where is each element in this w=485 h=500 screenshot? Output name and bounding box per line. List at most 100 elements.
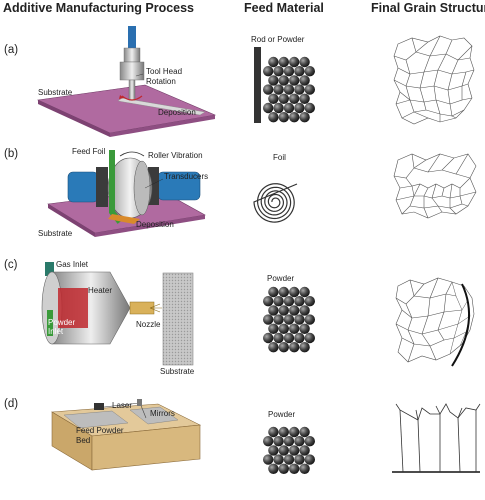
powder-particle [299, 112, 310, 123]
powder-particle [289, 305, 300, 316]
powder-particle [273, 436, 284, 447]
powder-particle [289, 56, 300, 68]
powder-cluster-d [263, 426, 315, 474]
label-gas-inlet: Gas Inlet [56, 260, 89, 269]
powder-particle [294, 296, 305, 307]
powder-particle [263, 454, 274, 465]
label-mirrors: Mirrors [150, 409, 175, 418]
powder-particle [273, 102, 284, 114]
powder-particle [278, 286, 289, 298]
powder-particle [263, 436, 274, 447]
label-feed-b: Foil [273, 153, 286, 162]
powder-particle [283, 102, 295, 114]
feed-rod [254, 47, 261, 123]
label-substrate-b: Substrate [38, 229, 73, 238]
powder-cluster-c [263, 286, 315, 353]
powder-particle [304, 66, 315, 77]
powder-particle [289, 93, 300, 105]
powder-particle [273, 84, 284, 95]
powder-particle [283, 296, 295, 307]
powder-particle [263, 314, 274, 325]
powder-particle [278, 323, 289, 334]
powder-particle [273, 296, 284, 307]
grain-structure-a [393, 35, 475, 125]
row-label-b: (b) [4, 148, 19, 160]
powder-particle [304, 436, 315, 447]
powder-particle [294, 84, 305, 95]
powder-cluster-a [263, 56, 315, 123]
powder-particle [299, 426, 310, 438]
powder-particle [263, 102, 274, 114]
powder-particle [304, 454, 315, 465]
powder-particle [283, 436, 295, 447]
powder-particle [283, 332, 295, 344]
powder-particle [283, 84, 295, 95]
powder-particle [289, 426, 300, 438]
powder-particle [268, 305, 279, 316]
powder-particle [273, 314, 284, 325]
label-transducers: Transducers [164, 172, 209, 181]
powder-particle [294, 332, 305, 344]
powder-particle [294, 454, 305, 465]
powder-particle [299, 445, 310, 456]
label-feed-powder-bed: Feed Powder Bed [76, 426, 124, 445]
powder-particle [304, 102, 315, 114]
label-feed-c: Powder [267, 274, 295, 283]
powder-particle [278, 463, 289, 474]
powder-particle [268, 75, 279, 86]
powder-particle [278, 93, 289, 105]
powder-particle [278, 56, 289, 68]
powder-particle [273, 66, 284, 77]
powder-particle [304, 84, 315, 95]
powder-particle [289, 286, 300, 298]
friction-stir-illustration [36, 26, 217, 137]
powder-particle [294, 436, 305, 447]
powder-particle [273, 454, 284, 465]
label-heater: Heater [88, 286, 113, 295]
label-tool-head-rotation: Tool Head Rotation [146, 67, 183, 86]
powder-particle [289, 342, 300, 353]
powder-particle [268, 93, 279, 105]
label-feed-a: Rod or Powder [251, 35, 305, 44]
label-deposition-a: Deposition [158, 108, 196, 117]
powder-particle [263, 332, 274, 344]
powder-particle [268, 463, 279, 474]
powder-particle [268, 56, 279, 68]
header-grain: Final Grain Structure [371, 1, 485, 15]
powder-particle [268, 112, 279, 123]
powder-particle [299, 463, 310, 474]
cold-spray-illustration [41, 262, 194, 366]
label-substrate-a: Substrate [38, 88, 73, 97]
powder-particle [278, 445, 289, 456]
powder-particle [263, 66, 274, 77]
powder-particle [278, 112, 289, 123]
powder-particle [273, 332, 284, 344]
powder-particle [294, 102, 305, 114]
powder-particle [268, 323, 279, 334]
label-feed-d: Powder [268, 410, 296, 419]
powder-particle [283, 66, 295, 77]
powder-particle [304, 332, 315, 344]
grain-structure-c [395, 277, 475, 367]
powder-particle [299, 56, 310, 68]
grain-structure-b [393, 153, 477, 219]
row-label-c: (c) [4, 259, 18, 271]
powder-particle [289, 323, 300, 334]
powder-particle [289, 445, 300, 456]
powder-particle [278, 342, 289, 353]
powder-particle [299, 75, 310, 86]
powder-particle [289, 112, 300, 123]
header-feed: Feed Material [244, 1, 324, 15]
powder-particle [263, 296, 274, 307]
label-substrate-c: Substrate [160, 367, 195, 376]
ultrasonic-consolidation-illustration [47, 150, 206, 237]
powder-particle [268, 342, 279, 353]
powder-particle [268, 445, 279, 456]
powder-particle [294, 314, 305, 325]
label-feed-foil: Feed Foil [72, 147, 106, 156]
label-nozzle: Nozzle [136, 320, 161, 329]
powder-particle [283, 314, 295, 325]
powder-particle [289, 75, 300, 86]
powder-particle [289, 463, 300, 474]
powder-particle [278, 426, 289, 438]
